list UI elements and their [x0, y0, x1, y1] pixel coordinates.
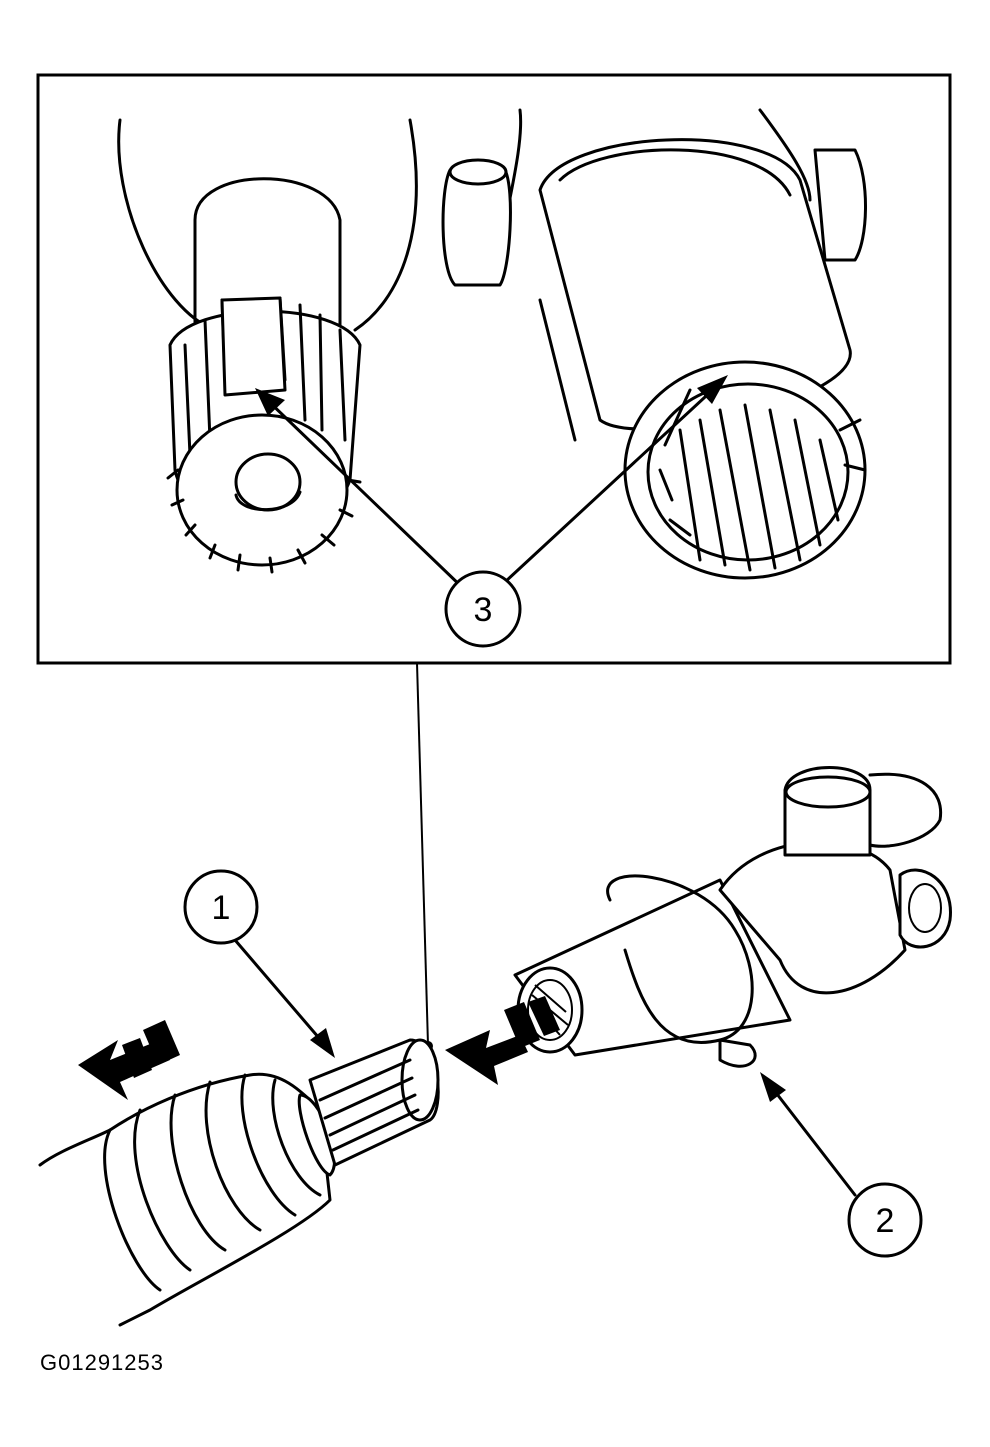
callout-2: 2: [760, 1072, 923, 1258]
cv-boot-shaft-illustration: [38, 1038, 440, 1327]
figure-id-label: G01291253: [40, 1350, 164, 1375]
callout-3-label: 3: [474, 591, 493, 629]
callout-1: 1: [183, 869, 335, 1058]
callout-3: 3: [255, 375, 728, 648]
yoke-assembly-illustration: [513, 766, 952, 1068]
callout-1-label: 1: [212, 889, 231, 927]
splined-shaft-end-illustration: [117, 118, 418, 574]
direction-arrows: [78, 996, 560, 1100]
callout-2-label: 2: [876, 1202, 895, 1240]
